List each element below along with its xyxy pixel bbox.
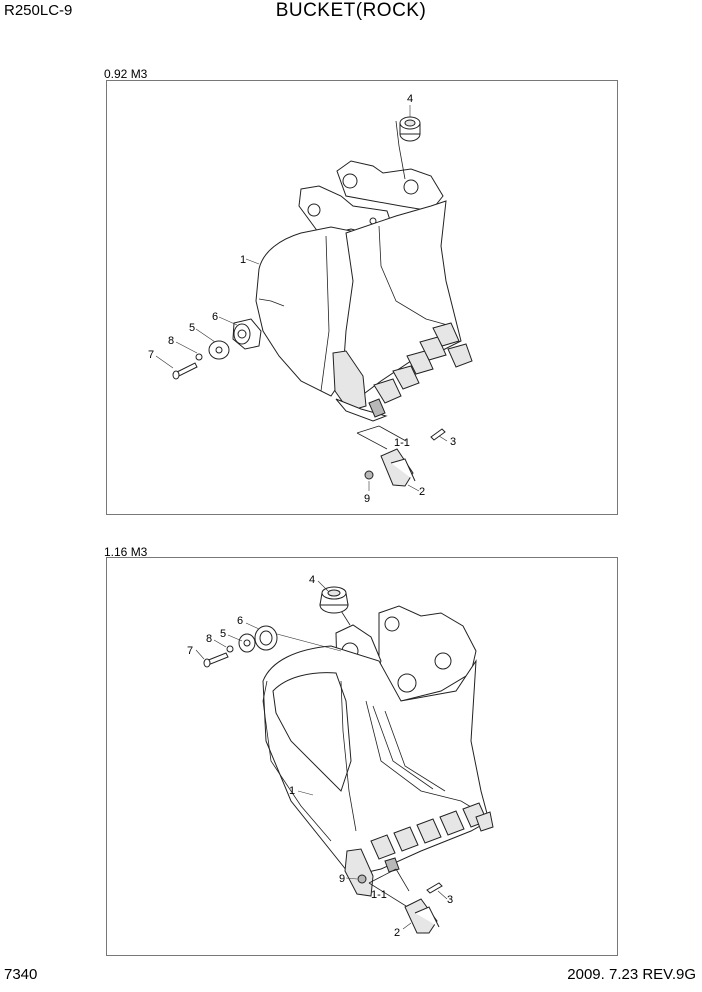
- page-number: 7340: [4, 966, 38, 983]
- capacity-label-1: 0.92 M3: [104, 67, 148, 81]
- model-code: R250LC-9: [4, 2, 73, 19]
- callout-3: 3: [450, 436, 456, 448]
- diagram-panel-2: 1 4 6 5 8 7 9 1-1 3 2: [106, 557, 618, 956]
- callout-7: 7: [148, 349, 154, 361]
- callout-8: 8: [206, 633, 212, 645]
- callout-2: 2: [419, 486, 425, 498]
- callout-6: 6: [212, 311, 218, 323]
- callout-8: 8: [168, 335, 174, 347]
- callout-1-1: 1-1: [371, 889, 387, 901]
- callout-1: 1: [289, 785, 295, 797]
- bushing-1: [399, 116, 421, 142]
- callout-6: 6: [237, 615, 243, 627]
- callout-3: 3: [447, 894, 453, 906]
- revision-date: 2009. 7.23 REV.9G: [567, 966, 696, 983]
- callout-2: 2: [394, 927, 400, 939]
- bucket-body-1: [255, 120, 473, 422]
- bucket-body-2: [262, 605, 494, 897]
- callout-1: 1: [240, 254, 246, 266]
- callout-1-1: 1-1: [394, 437, 410, 449]
- callout-9: 9: [364, 493, 370, 505]
- capacity-label-2: 1.16 M3: [104, 545, 148, 559]
- tooth-parts-1: [356, 425, 446, 487]
- callout-4: 4: [407, 93, 413, 105]
- pin-parts-1: [172, 318, 262, 380]
- bushing-2: [319, 586, 349, 614]
- diagram-panel-1: 1 4 6 5 8 7 1-1 3 2 9: [106, 80, 618, 515]
- callout-5: 5: [220, 628, 226, 640]
- callout-5: 5: [189, 322, 195, 334]
- callout-9: 9: [339, 873, 345, 885]
- tooth-parts-2: [357, 868, 443, 934]
- bucket-diagram-1: 1 4 6 5 8 7 1-1 3 2 9: [148, 93, 473, 505]
- leaders-1: [155, 105, 448, 492]
- page-title: BUCKET(ROCK): [275, 0, 427, 21]
- callout-4: 4: [309, 574, 315, 586]
- bucket-diagram-2: 1 4 6 5 8 7 9 1-1 3 2: [187, 574, 494, 939]
- leaders-2: [195, 580, 448, 930]
- callout-7: 7: [187, 645, 193, 657]
- pin-parts-2: [203, 625, 342, 668]
